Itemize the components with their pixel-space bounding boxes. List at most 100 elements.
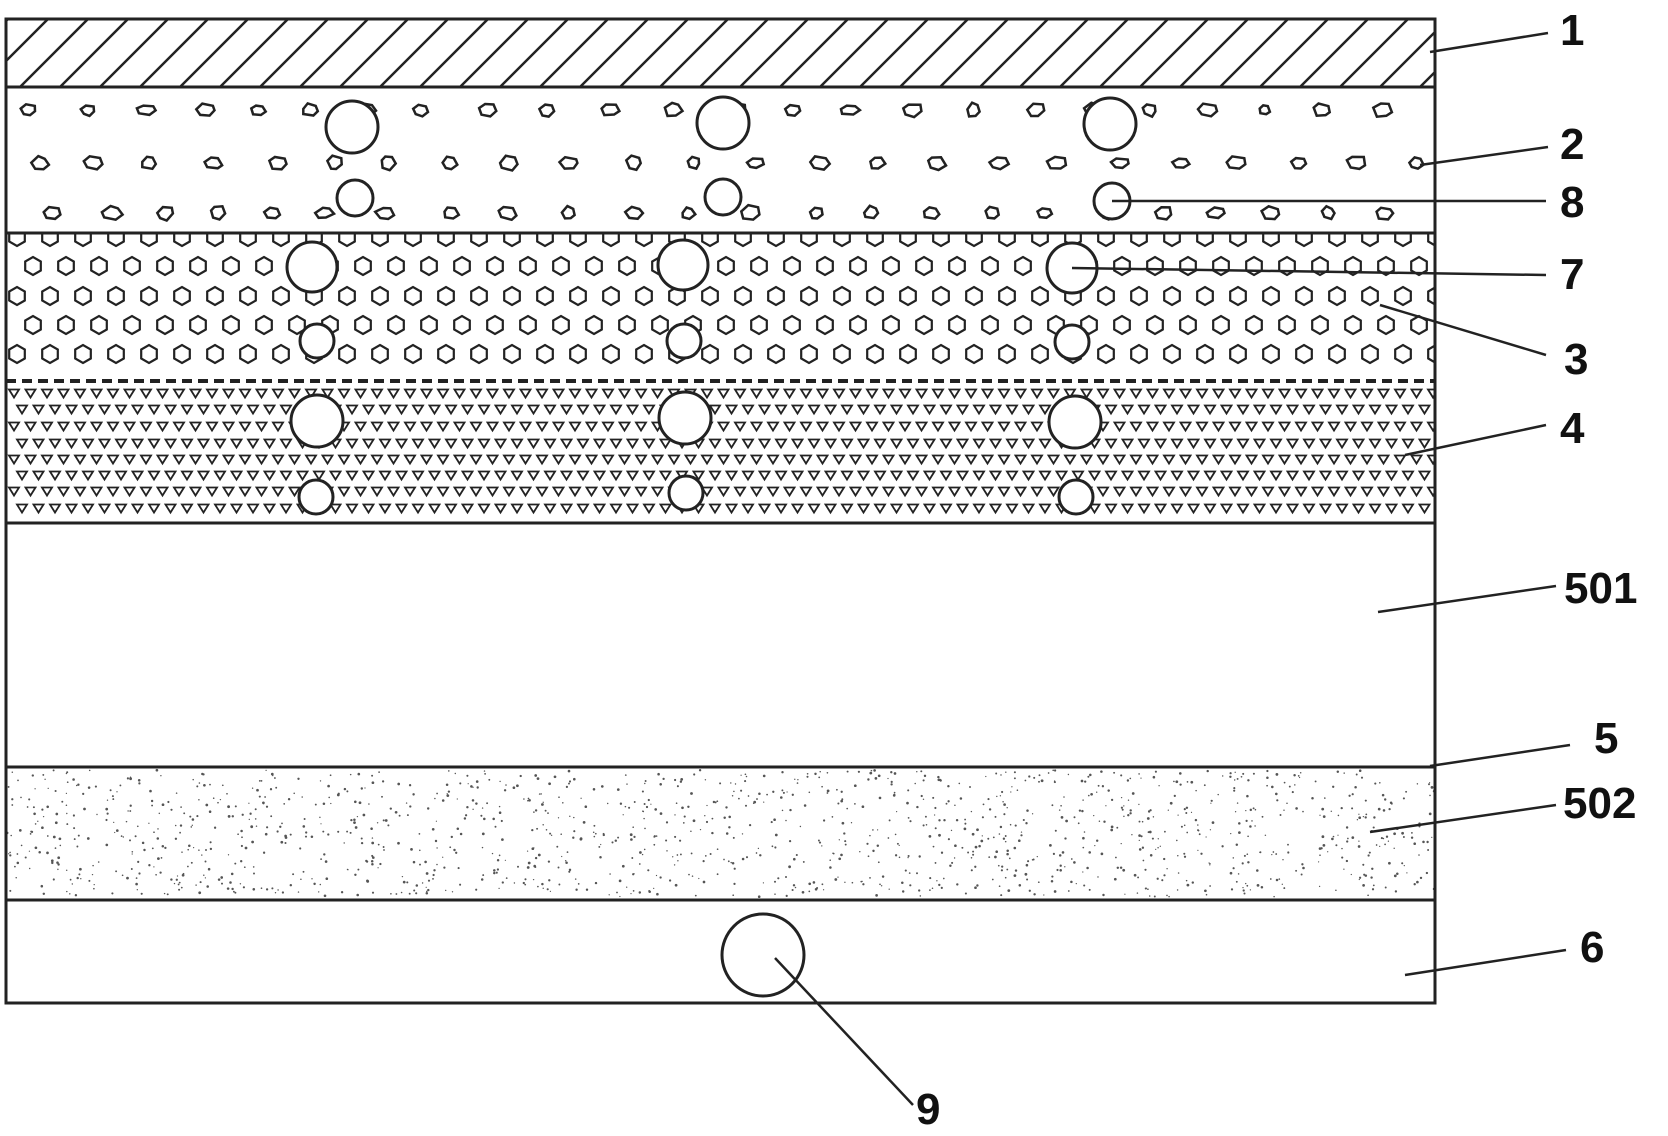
triangle xyxy=(155,388,170,400)
triangle xyxy=(1294,486,1308,498)
speckle-dot xyxy=(996,795,998,798)
pebble xyxy=(443,206,461,220)
speckle-dot xyxy=(643,848,646,851)
speckle-dot xyxy=(1279,814,1282,816)
speckle-dot xyxy=(501,881,504,884)
pebble xyxy=(1196,102,1219,118)
speckle-dot xyxy=(747,795,750,797)
speckle-dot xyxy=(24,856,27,859)
triangle xyxy=(97,503,112,515)
triangle xyxy=(15,438,29,450)
triangle xyxy=(568,388,582,400)
triangle xyxy=(56,454,71,466)
triangle xyxy=(452,421,467,433)
triangle xyxy=(485,454,500,466)
speckle-dot xyxy=(436,847,438,849)
triangle xyxy=(592,404,607,416)
speckle-dot xyxy=(1264,834,1267,837)
speckle-dot xyxy=(198,782,201,784)
triangle xyxy=(1294,454,1308,466)
triangle xyxy=(89,486,104,498)
speckle-dot xyxy=(1243,854,1246,857)
triangle xyxy=(155,454,170,466)
triangle xyxy=(1269,503,1283,515)
speckle-dot xyxy=(1343,772,1345,774)
triangle xyxy=(106,421,120,433)
speckle-dot xyxy=(909,884,912,887)
triangle xyxy=(213,470,227,482)
speckle-dot xyxy=(52,835,56,839)
speckle-dot xyxy=(1000,869,1003,872)
hexagon xyxy=(189,314,207,336)
speckle-dot xyxy=(964,818,967,821)
triangle xyxy=(543,404,557,416)
hexagon xyxy=(404,285,422,307)
hexagon xyxy=(965,285,983,307)
speckle-dot xyxy=(524,878,527,881)
speckle-dot xyxy=(1177,814,1179,816)
triangle xyxy=(1327,421,1341,433)
triangle xyxy=(1104,470,1118,482)
speckle-dot xyxy=(995,850,999,854)
speckle-dot xyxy=(1261,815,1264,818)
speckle-dot xyxy=(1164,830,1166,833)
speckle-dot xyxy=(289,883,293,887)
hexagon xyxy=(123,314,141,336)
hexagon xyxy=(1295,343,1313,365)
speckle-dot xyxy=(1426,840,1429,844)
speckle-dot xyxy=(541,803,544,806)
triangle xyxy=(1170,438,1184,450)
triangle xyxy=(493,404,508,416)
speckle-dot xyxy=(1183,808,1186,811)
speckle-dot xyxy=(844,881,846,884)
hexagon xyxy=(371,343,389,365)
speckle-dot xyxy=(134,835,137,838)
triangle xyxy=(271,454,285,466)
hexagon xyxy=(371,233,389,248)
speckle-dot xyxy=(1283,781,1286,784)
hatch-line xyxy=(499,19,569,87)
speckle-dot xyxy=(1210,799,1213,802)
triangle xyxy=(73,421,87,433)
speckle-dot xyxy=(346,830,349,833)
speckle-dot xyxy=(1147,810,1151,813)
speckle-dot xyxy=(15,877,17,879)
speckle-dot xyxy=(677,860,679,862)
speckle-dot xyxy=(480,878,484,881)
speckle-dot xyxy=(704,815,706,817)
speckle-dot xyxy=(594,881,598,885)
speckle-dot xyxy=(1254,808,1257,811)
speckle-dot xyxy=(129,777,133,781)
speckle-dot xyxy=(1348,794,1351,797)
speckle-dot xyxy=(880,885,883,887)
speckle-dot xyxy=(690,852,693,855)
speckle-dot xyxy=(1271,853,1273,856)
speckle-dot xyxy=(934,806,937,810)
hexagon xyxy=(8,285,26,307)
speckle-dot xyxy=(1173,794,1176,798)
triangle xyxy=(1426,388,1435,400)
triangle xyxy=(955,438,970,450)
speckle-dot xyxy=(1422,840,1425,844)
triangle xyxy=(1351,438,1366,450)
speckle-dot xyxy=(766,793,768,796)
speckle-dot xyxy=(179,824,183,827)
speckle-dot xyxy=(270,815,273,818)
speckle-dot xyxy=(1229,775,1232,779)
speckle-dot xyxy=(947,838,950,841)
speckle-dot xyxy=(1013,874,1017,877)
speckle-dot xyxy=(136,825,139,828)
speckle-dot xyxy=(1133,873,1137,877)
triangle xyxy=(749,421,764,433)
speckle-dot xyxy=(401,875,404,878)
triangle xyxy=(1013,486,1028,498)
triangle xyxy=(1021,404,1036,416)
speckle-dot xyxy=(621,864,625,868)
speckle-dot xyxy=(1156,877,1159,880)
speckle-dot xyxy=(192,778,194,781)
speckle-dot xyxy=(234,891,237,894)
speckle-dot xyxy=(675,802,678,805)
speckle-dot xyxy=(415,884,419,887)
pebble xyxy=(155,205,175,222)
hexagon xyxy=(1311,314,1329,336)
